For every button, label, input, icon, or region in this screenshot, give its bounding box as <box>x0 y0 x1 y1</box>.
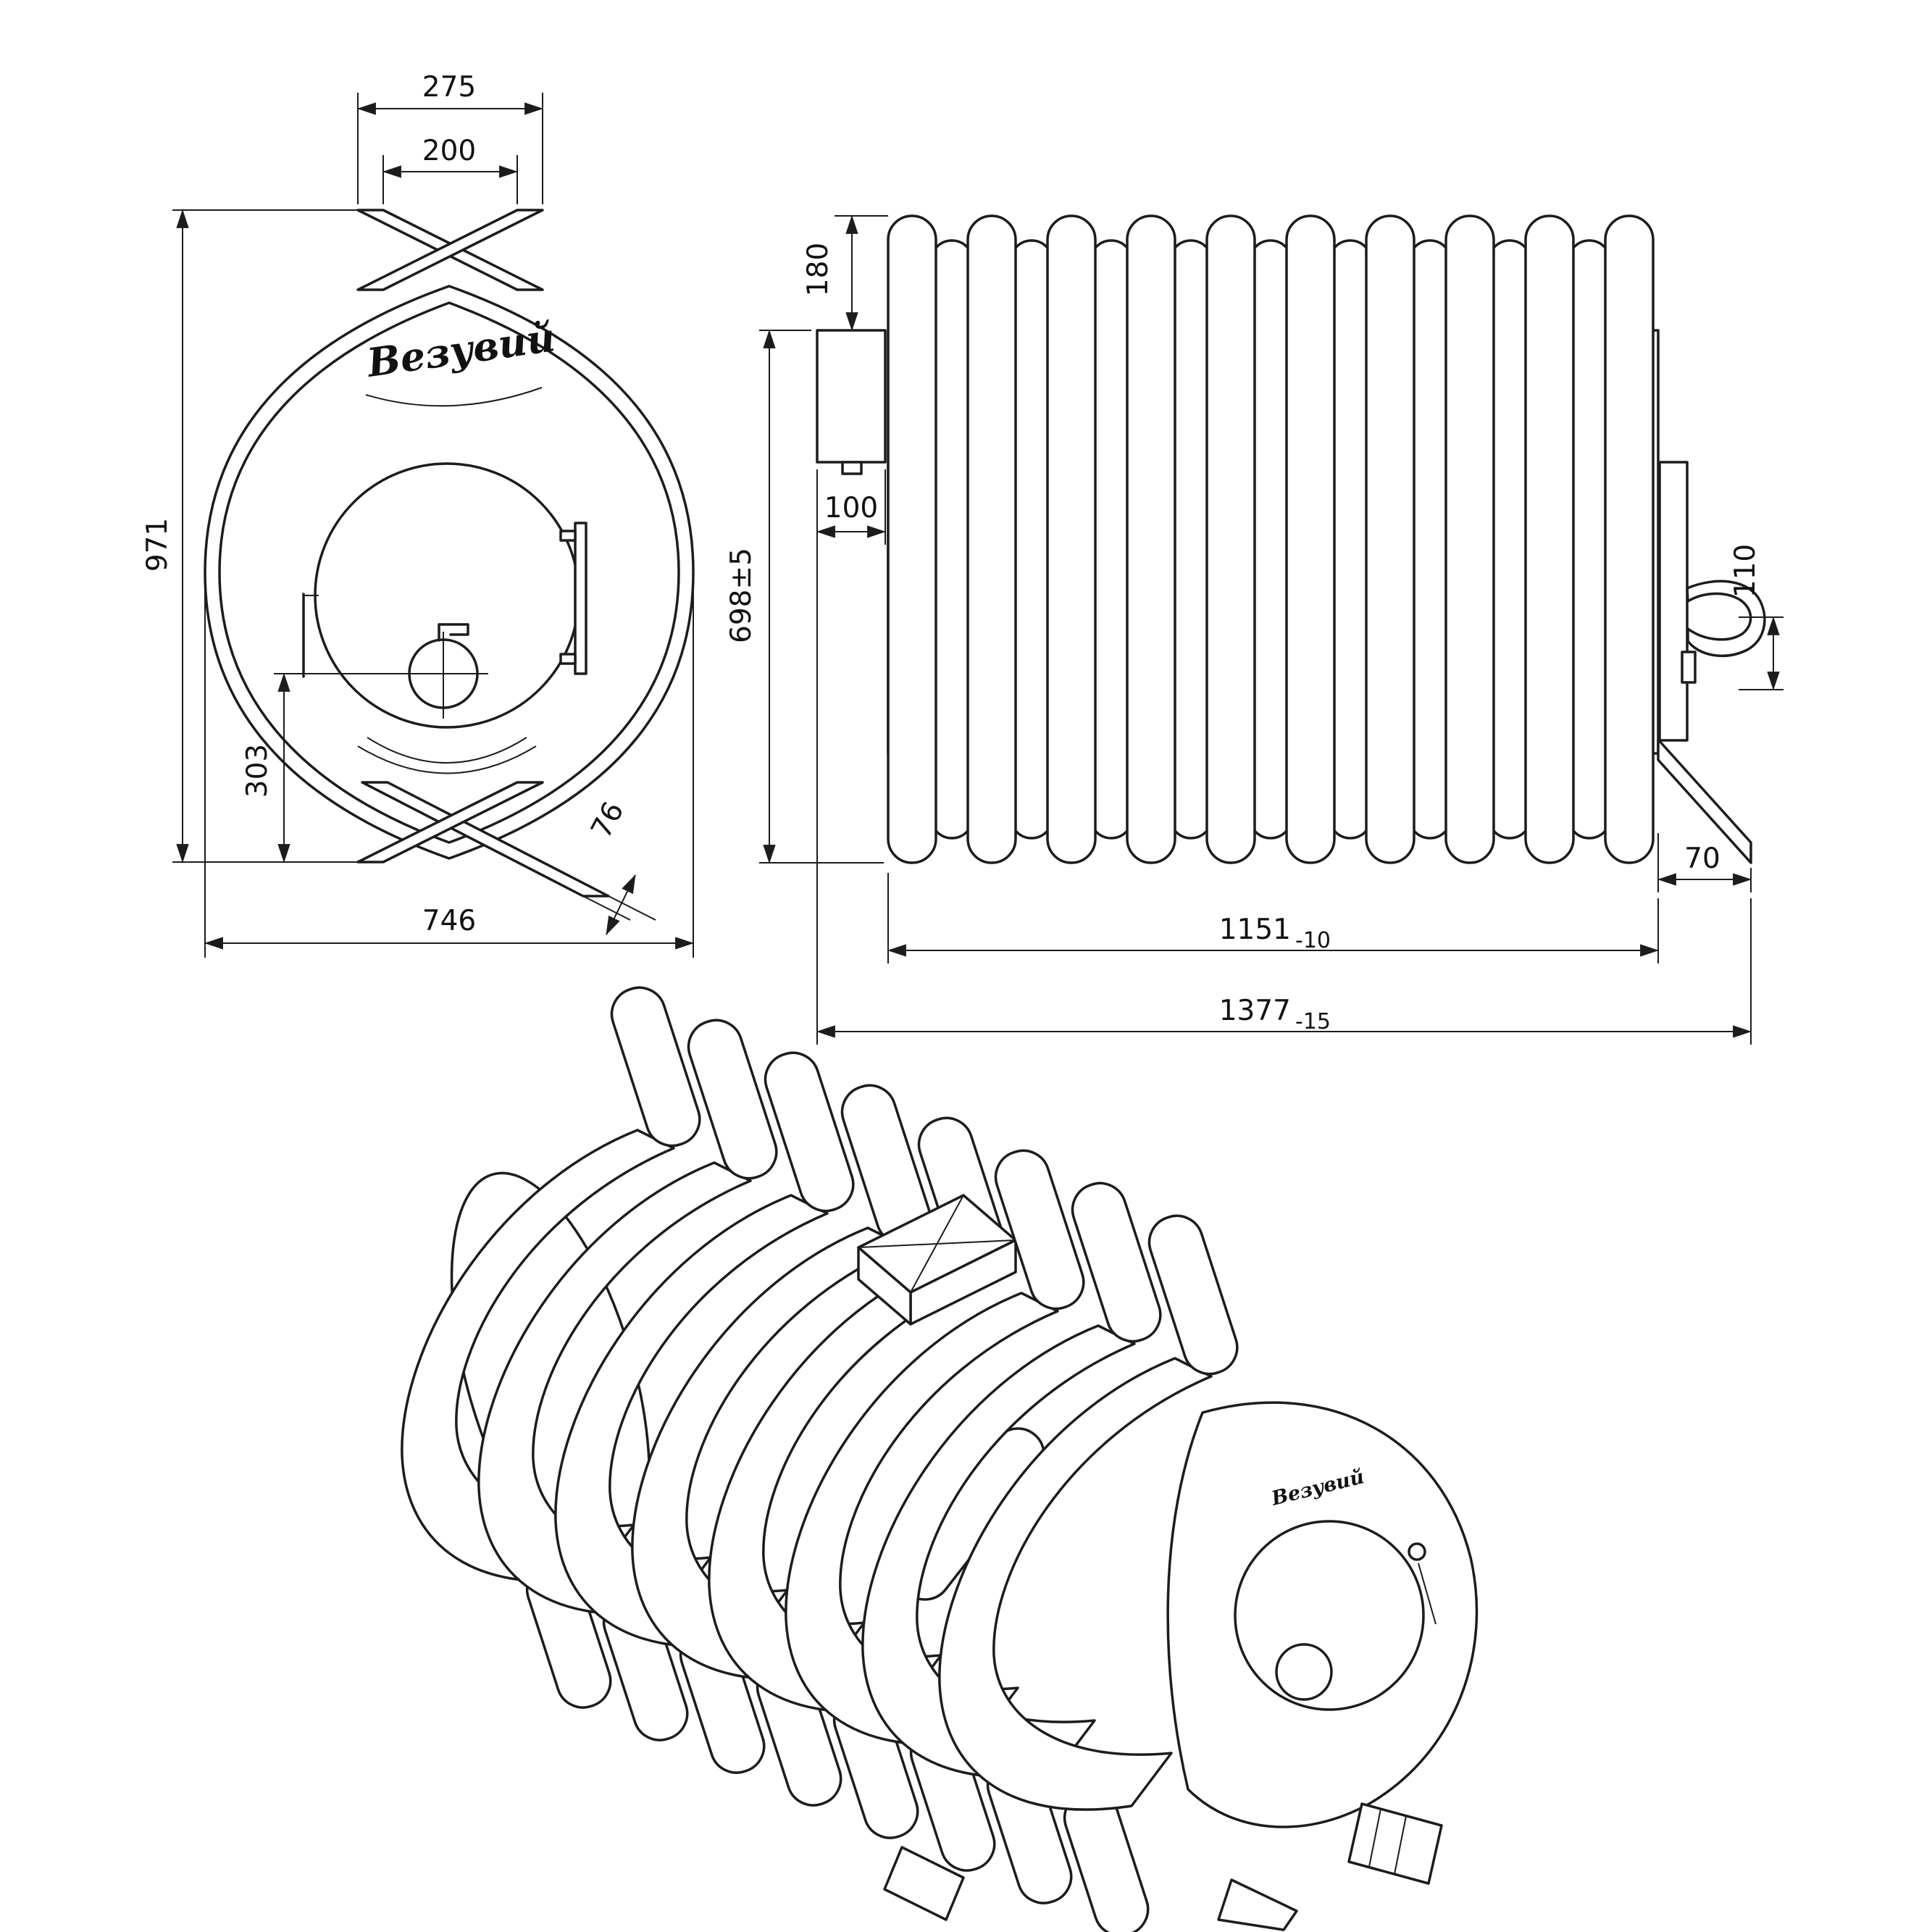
door-frame-plate <box>1658 461 1689 742</box>
dim-label-746: 746 <box>422 905 476 937</box>
tube-front <box>1365 214 1415 864</box>
iso-door-bracket <box>1347 1802 1443 1885</box>
dim-collar-inner-width: 200 <box>382 135 519 204</box>
dim-label-698: 698±5 <box>725 548 758 643</box>
dim-label-275: 275 <box>422 71 476 104</box>
ash-lip-outer-arc <box>357 745 537 774</box>
dim-stub-drop: 180 <box>802 214 888 332</box>
isometric-view: Везувий <box>401 979 1479 1932</box>
iso-leg-left <box>883 1846 965 1921</box>
stub-drain-plug <box>841 461 863 475</box>
dim-overall-width: 746 <box>204 580 695 958</box>
tube-front <box>1046 214 1097 864</box>
dim-body-height: 698±5 <box>725 329 884 864</box>
dim-handle-span: 110 <box>1729 544 1783 691</box>
dim-label-303: 303 <box>241 744 274 798</box>
dim-collar-outer-width: 275 <box>356 71 544 204</box>
tube-front <box>1444 214 1495 864</box>
dim-label-180: 180 <box>802 243 835 296</box>
chimney-collar-band-right <box>356 209 544 291</box>
dim-overall-height: 971 <box>141 209 362 863</box>
stove-body-inner-contour <box>218 301 680 844</box>
logo-underline-flourish <box>365 387 543 407</box>
dim-label-971: 971 <box>141 518 174 572</box>
dim-label-100: 100 <box>824 492 878 524</box>
door-handle-bar <box>574 522 587 675</box>
iso-leg-right <box>1217 1878 1298 1931</box>
tube-front <box>1285 214 1336 864</box>
tube-front <box>966 214 1017 864</box>
side-view: 180 100 698±5 110 70 <box>725 214 1783 1045</box>
rear-leg-strut <box>1657 738 1752 864</box>
tube-front <box>887 214 937 864</box>
draft-lever <box>438 623 469 642</box>
door-handle-lever <box>1686 580 1766 657</box>
dim-label-1377: 1377 <box>1219 995 1291 1027</box>
iso-draft-circle <box>1275 1643 1333 1701</box>
stove-body-outline <box>204 285 695 860</box>
dim-label-70: 70 <box>1684 842 1720 875</box>
ash-lip-inner-arc <box>367 737 527 764</box>
tube-front <box>1604 214 1655 864</box>
dim-tube-block-length: 1151 -10 <box>887 873 1660 963</box>
iso-front-face: Везувий <box>1166 1401 1479 1828</box>
iso-chimney-collar <box>857 1194 1017 1326</box>
dim-label-1151: 1151 <box>1219 913 1291 946</box>
dim-stub-width: 100 <box>816 469 887 545</box>
dim-label-1151-tolerance: -10 <box>1295 928 1331 953</box>
dim-label-110: 110 <box>1729 544 1762 598</box>
dim-label-1377-tolerance: -15 <box>1295 1009 1331 1034</box>
door-latch <box>1681 651 1697 684</box>
front-view: Везувий 275 200 <box>141 71 695 958</box>
tube-front <box>1126 214 1176 864</box>
chimney-stub <box>816 329 887 464</box>
iso-door-circle <box>1234 1520 1425 1711</box>
dim-overall-length: 1377 -15 <box>816 478 1752 1045</box>
door-handle-bracket-top <box>559 530 577 542</box>
dim-leg-overhang: 70 <box>1657 833 1752 892</box>
iso-handle-pivot <box>1408 1542 1426 1561</box>
dim-ash-door-height: 303 <box>241 672 403 863</box>
iso-face-outline <box>1166 1401 1479 1828</box>
tube-front <box>1205 214 1256 864</box>
door-handle-bracket-bottom <box>559 653 577 665</box>
iso-door-handle <box>1418 1563 1437 1625</box>
tube-front <box>1524 214 1575 864</box>
dim-label-200: 200 <box>422 135 476 167</box>
